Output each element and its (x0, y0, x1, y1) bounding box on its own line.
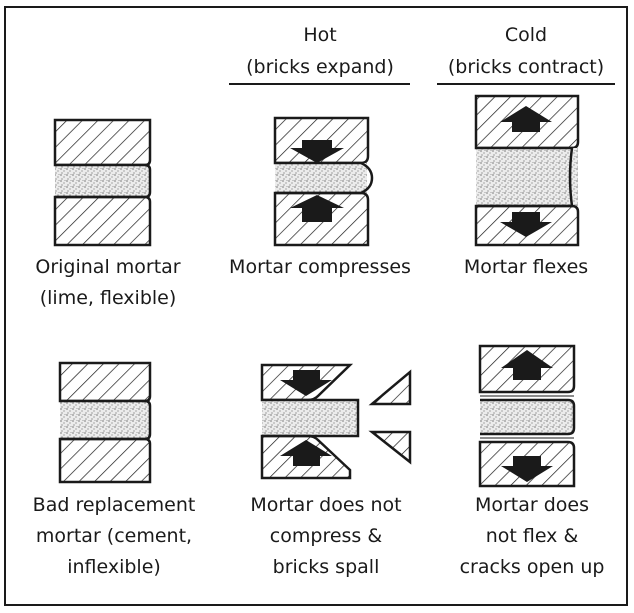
spall-caption-line3: bricks spall (272, 556, 380, 578)
up-arrow-icon (290, 195, 344, 222)
mortar-joint (55, 165, 150, 197)
lower-brick (53, 195, 152, 247)
spalled-fragment-bottom (368, 430, 412, 465)
cold-header-title: Cold (504, 24, 548, 46)
hot-compress-caption: Mortar compresses (229, 256, 411, 278)
down-arrow-icon (500, 212, 552, 237)
up-arrow-icon (501, 350, 553, 380)
crack-caption-line1: Mortar does (474, 494, 590, 516)
crack-caption-line3: cracks open up (459, 556, 605, 578)
down-arrow-icon (280, 370, 332, 396)
down-arrow-icon (290, 140, 344, 163)
bad-replacement-panel (58, 361, 152, 484)
original-mortar-panel (53, 118, 152, 247)
up-arrow-icon (280, 440, 332, 466)
hot-header-underline (229, 83, 410, 85)
bad-caption-line1: Bad replacement (32, 494, 196, 516)
bad-caption-line3: inflexible) (67, 556, 161, 578)
hot-spall-panel (260, 363, 412, 480)
original-caption-line1: Original mortar (35, 256, 181, 278)
cold-header-subtitle: (bricks contract) (447, 56, 605, 78)
hot-compress-panel (273, 116, 374, 247)
original-caption-line2: (lime, flexible) (39, 287, 177, 309)
hot-header-title: Hot (303, 24, 337, 46)
cold-crack-panel (478, 344, 576, 488)
upper-brick (53, 118, 152, 167)
spall-caption-line2: compress & (269, 525, 383, 547)
crack-caption-line2: not flex & (485, 525, 579, 547)
cold-header-underline (437, 83, 615, 85)
cold-flex-panel (474, 94, 580, 247)
cold-flex-caption: Mortar flexes (463, 256, 589, 278)
bad-caption-line2: mortar (cement, (35, 525, 193, 547)
spall-caption-line1: Mortar does not (250, 494, 402, 516)
spalled-fragment-top (368, 369, 412, 406)
up-arrow-icon (500, 106, 552, 132)
down-arrow-icon (501, 456, 553, 482)
hot-header-subtitle: (bricks expand) (246, 56, 394, 78)
